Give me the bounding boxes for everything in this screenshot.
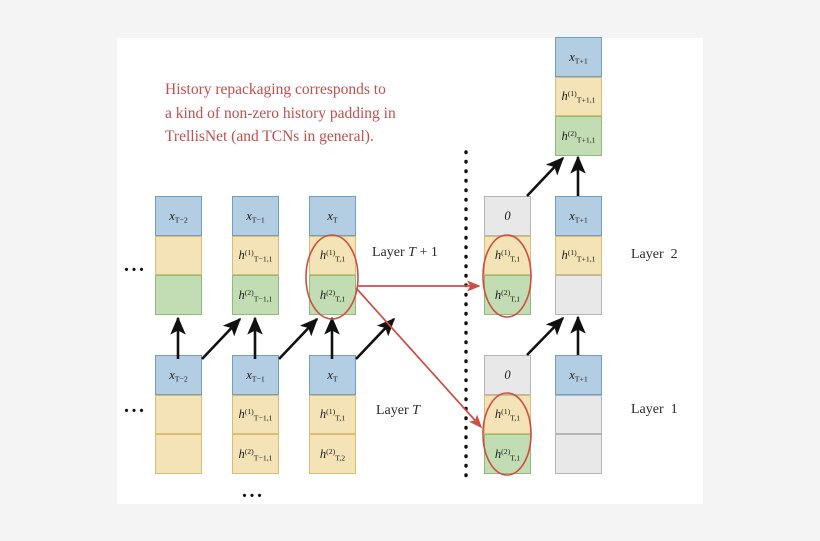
column-top-left-1: xT−2 — [155, 196, 202, 315]
label-layer-2: Layer 2 — [631, 247, 678, 262]
cell-bottom-left-2-2: h(1)T−1,1 — [232, 394, 279, 435]
cell-top-left-2-2: h(1)T−1,1 — [232, 235, 279, 276]
cell-far-top-3: h(2)T+1,1 — [555, 116, 602, 156]
cell-bottom-right-2-2 — [555, 394, 602, 435]
cell-bottom-left-2-3: h(2)T−1,1 — [232, 434, 279, 474]
annotation-line-3: TrellisNet (and TCNs in general). — [165, 128, 374, 146]
label-layer-T-plus-1: Layer T + 1 — [372, 245, 438, 260]
cell-top-right-1-2: h(1)T,1 — [484, 235, 531, 276]
ellipsis-upper-left: ... — [124, 254, 147, 276]
cell-far-top-2: h(1)T+1,1 — [555, 76, 602, 117]
cell-bottom-left-3-3: h(2)T,2 — [309, 434, 356, 474]
cell-top-left-3-2: h(1)T,1 — [309, 235, 356, 276]
cell-top-left-2-1: xT−1 — [232, 196, 279, 236]
label-layer-T: Layer T — [376, 403, 420, 418]
label-layer-1: Layer 1 — [631, 402, 678, 417]
annotation-line-1: History repackaging corresponds to — [165, 81, 386, 98]
cell-top-left-3-1: xT — [309, 196, 356, 236]
cell-bottom-left-2-1: xT−1 — [232, 355, 279, 395]
column-bottom-right-2: xT+1 — [555, 355, 602, 474]
column-bottom-left-1: xT−2 — [155, 355, 202, 474]
cell-top-left-1-3 — [155, 275, 202, 315]
cell-top-left-2-3: h(2)T−1,1 — [232, 275, 279, 315]
cell-top-right-2-2: h(1)T+1,1 — [555, 235, 602, 276]
cell-bottom-left-3-1: xT — [309, 355, 356, 395]
annotation-text: History repackaging corresponds to a kin… — [165, 78, 495, 149]
cell-top-right-2-1: xT+1 — [555, 196, 602, 236]
cell-bottom-left-1-1: xT−2 — [155, 355, 202, 395]
annotation-line-2: a kind of non-zero history padding in — [165, 104, 396, 122]
cell-top-right-1-3: h(2)T,1 — [484, 275, 531, 315]
cell-bottom-left-1-3 — [155, 434, 202, 474]
cell-bottom-left-1-2 — [155, 394, 202, 435]
cell-bottom-right-2-1: xT+1 — [555, 355, 602, 395]
ellipsis-lower-left: ... — [124, 395, 147, 417]
cell-bottom-right-1-3: h(2)T,1 — [484, 434, 531, 474]
cell-bottom-right-1-1: 0 — [484, 355, 531, 395]
ellipsis-bottom-center: ... — [242, 480, 265, 502]
cell-top-left-3-3: h(2)T,1 — [309, 275, 356, 315]
cell-bottom-left-3-2: h(1)T,1 — [309, 394, 356, 435]
cell-bottom-right-2-3 — [555, 434, 602, 474]
cell-far-top-1: xT+1 — [555, 37, 602, 77]
cell-top-right-1-1: 0 — [484, 196, 531, 236]
cell-top-left-1-2 — [155, 235, 202, 276]
cell-top-right-2-3 — [555, 275, 602, 315]
cell-bottom-right-1-2: h(1)T,1 — [484, 394, 531, 435]
cell-top-left-1-1: xT−2 — [155, 196, 202, 236]
